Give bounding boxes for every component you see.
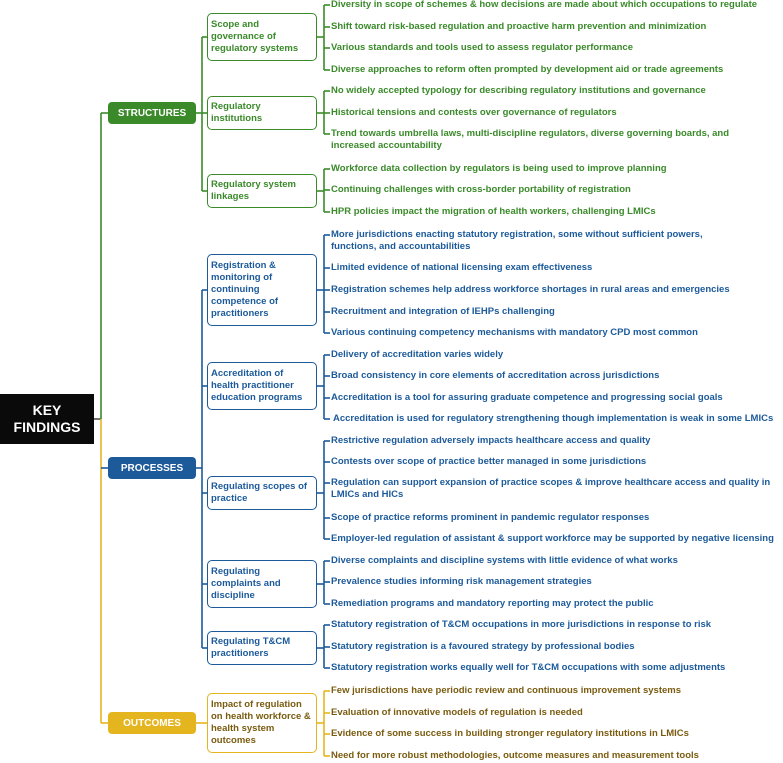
group-registration-monitoring: Registration & monitoring of continuing … bbox=[207, 254, 317, 326]
finding-item: Delivery of accreditation varies widely bbox=[331, 349, 504, 360]
finding-item: Accreditation is a tool for assuring gra… bbox=[331, 392, 723, 403]
finding-item: Statutory registration is a favoured str… bbox=[331, 641, 635, 652]
finding-item: Need for more robust methodologies, outc… bbox=[331, 750, 699, 761]
group-scopes-of-practice: Regulating scopes of practice bbox=[207, 476, 317, 510]
finding-item: Few jurisdictions have periodic review a… bbox=[331, 685, 682, 696]
category-outcomes: OUTCOMES bbox=[108, 712, 196, 734]
finding-item: Scope of practice reforms prominent in p… bbox=[331, 512, 650, 523]
finding-item: HPR policies impact the migration of hea… bbox=[331, 206, 656, 217]
group-system-linkages: Regulatory system linkages bbox=[207, 174, 317, 208]
group-impact-outcomes: Impact of regulation on health workforce… bbox=[207, 693, 317, 753]
finding-item: Evaluation of innovative models of regul… bbox=[331, 707, 583, 718]
finding-item: Various continuing competency mechanisms… bbox=[331, 327, 698, 338]
finding-item: Shift toward risk-based regulation and p… bbox=[331, 21, 707, 32]
finding-item: No widely accepted typology for describi… bbox=[331, 85, 706, 96]
finding-item: Registration schemes help address workfo… bbox=[331, 284, 730, 295]
group-regulatory-institutions: Regulatory institutions bbox=[207, 96, 317, 130]
finding-item: Trend towards umbrella laws, multi-disci… bbox=[331, 128, 730, 151]
category-processes: PROCESSES bbox=[108, 457, 196, 479]
finding-item: Limited evidence of national licensing e… bbox=[331, 262, 593, 273]
finding-item: Accreditation is used for regulatory str… bbox=[333, 413, 774, 424]
group-accreditation: Accreditation of health practitioner edu… bbox=[207, 362, 317, 410]
finding-item: Prevalence studies informing risk manage… bbox=[331, 576, 592, 587]
finding-item: Broad consistency in core elements of ac… bbox=[331, 370, 660, 381]
finding-item: Recruitment and integration of IEHPs cha… bbox=[331, 306, 555, 317]
finding-item: Contests over scope of practice better m… bbox=[331, 456, 647, 467]
group-complaints-discipline: Regulating complaints and discipline bbox=[207, 560, 317, 608]
finding-item: Diverse approaches to reform often promp… bbox=[331, 64, 724, 75]
category-structures: STRUCTURES bbox=[108, 102, 196, 124]
finding-item: Restrictive regulation adversely impacts… bbox=[331, 435, 651, 446]
finding-item: Regulation can support expansion of prac… bbox=[331, 477, 771, 500]
group-scope-governance: Scope and governance of regulatory syste… bbox=[207, 13, 317, 61]
finding-item: Statutory registration of T&CM occupatio… bbox=[331, 619, 712, 630]
finding-item: Statutory registration works equally wel… bbox=[331, 662, 726, 673]
finding-item: Employer-led regulation of assistant & s… bbox=[331, 533, 774, 544]
finding-item: Historical tensions and contests over go… bbox=[331, 107, 617, 118]
finding-item: Workforce data collection by regulators … bbox=[331, 163, 667, 174]
finding-item: More jurisdictions enacting statutory re… bbox=[331, 229, 703, 252]
group-tcm-practitioners: Regulating T&CM practitioners bbox=[207, 631, 317, 665]
finding-item: Various standards and tools used to asse… bbox=[331, 42, 633, 53]
finding-item: Diversity in scope of schemes & how deci… bbox=[331, 0, 758, 10]
finding-item: Remediation programs and mandatory repor… bbox=[331, 598, 654, 609]
finding-item: Continuing challenges with cross-border … bbox=[331, 184, 631, 195]
finding-item: Evidence of some success in building str… bbox=[331, 728, 689, 739]
finding-item: Diverse complaints and discipline system… bbox=[331, 555, 678, 566]
